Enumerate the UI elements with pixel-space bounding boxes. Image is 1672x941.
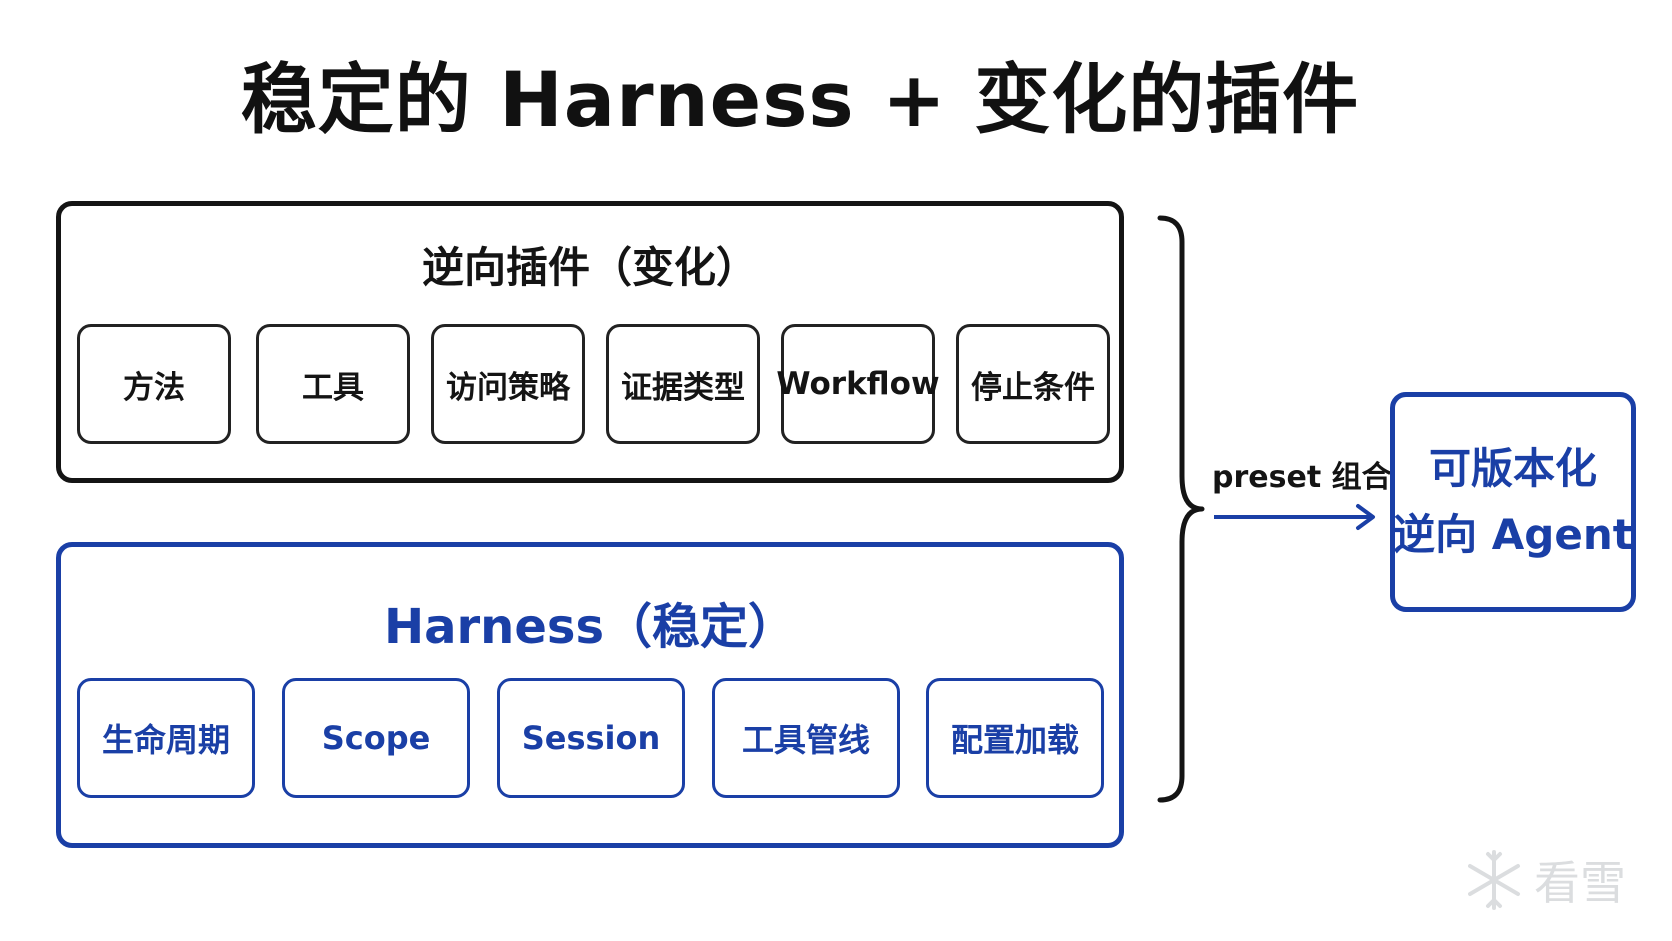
harness-item: Session: [497, 678, 685, 798]
harness-group: Harness（稳定） 生命周期 Scope Session 工具管线 配置加载: [56, 542, 1124, 848]
plugin-item: 停止条件: [956, 324, 1110, 444]
harness-heading: Harness（稳定）: [383, 599, 797, 655]
plugin-item: 方法: [77, 324, 231, 444]
harness-item: Scope: [282, 678, 470, 798]
watermark-text: 看雪: [1534, 856, 1626, 910]
plugin-item: 证据类型: [606, 324, 760, 444]
plugin-item: 工具: [256, 324, 410, 444]
right-arrow-icon: [1214, 504, 1375, 530]
plugins-group: 逆向插件（变化） 方法 工具 访问策略 证据类型 Workflow 停止条件: [56, 201, 1124, 483]
harness-item: 生命周期: [77, 678, 255, 798]
curly-brace-icon: [1157, 215, 1205, 803]
result-line-1: 可版本化: [1428, 444, 1597, 493]
plugins-heading: 逆向插件（变化）: [421, 243, 758, 292]
watermark: 看雪: [1462, 840, 1642, 920]
harness-item: 工具管线: [712, 678, 900, 798]
preset-combination-label: preset 组合: [1212, 460, 1392, 495]
diagram-title: 稳定的 Harness + 变化的插件: [240, 55, 1360, 144]
versioned-agent-box: 可版本化 逆向 Agent: [1390, 392, 1636, 612]
snowflake-icon: [1468, 850, 1520, 910]
result-line-2: 逆向 Agent: [1393, 510, 1633, 559]
plugin-item: 访问策略: [431, 324, 585, 444]
harness-item: 配置加载: [926, 678, 1104, 798]
plugin-item: Workflow: [776, 324, 940, 444]
